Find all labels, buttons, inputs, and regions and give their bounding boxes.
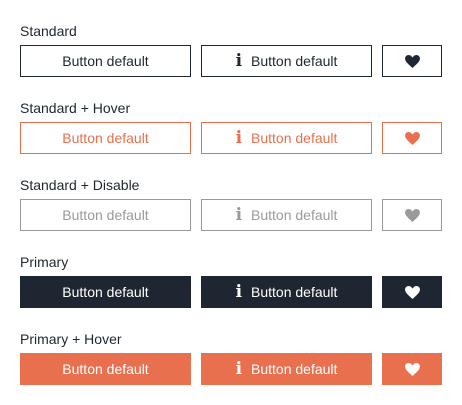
standard-disabled-icon-button: i Button default — [201, 199, 372, 231]
section-label-standard: Standard — [20, 23, 77, 39]
standard-icon-button[interactable]: i Button default — [201, 45, 372, 77]
button-label: Button default — [251, 207, 338, 223]
button-label: Button default — [62, 207, 149, 223]
button-label: Button default — [251, 284, 338, 300]
standard-button[interactable]: Button default — [20, 45, 191, 77]
button-label: Button default — [62, 53, 149, 69]
standard-hover-heart-button[interactable] — [382, 122, 442, 154]
primary-hover-icon-button[interactable]: i Button default — [201, 353, 372, 385]
primary-button[interactable]: Button default — [20, 276, 191, 308]
button-label: Button default — [251, 130, 338, 146]
section-label-standard-disable: Standard + Disable — [20, 177, 140, 193]
info-icon: i — [235, 50, 243, 71]
section-label-primary-hover: Primary + Hover — [20, 331, 122, 347]
info-icon: i — [235, 127, 243, 148]
primary-hover-button[interactable]: Button default — [20, 353, 191, 385]
button-label: Button default — [251, 53, 338, 69]
standard-disabled-button: Button default — [20, 199, 191, 231]
standard-hover-button[interactable]: Button default — [20, 122, 191, 154]
heart-icon — [404, 362, 420, 376]
heart-icon — [404, 54, 420, 68]
primary-heart-button[interactable] — [382, 276, 442, 308]
button-label: Button default — [62, 130, 149, 146]
standard-disabled-heart-button — [382, 199, 442, 231]
primary-icon-button[interactable]: i Button default — [201, 276, 372, 308]
info-icon: i — [235, 204, 243, 225]
heart-icon — [404, 131, 420, 145]
heart-icon — [404, 285, 420, 299]
standard-heart-button[interactable] — [382, 45, 442, 77]
section-label-primary: Primary — [20, 254, 69, 270]
button-label: Button default — [251, 361, 338, 377]
button-label: Button default — [62, 284, 149, 300]
section-label-standard-hover: Standard + Hover — [20, 100, 131, 116]
heart-icon — [404, 208, 420, 222]
standard-hover-icon-button[interactable]: i Button default — [201, 122, 372, 154]
info-icon: i — [235, 281, 243, 302]
button-label: Button default — [62, 361, 149, 377]
info-icon: i — [235, 358, 243, 379]
primary-hover-heart-button[interactable] — [382, 353, 442, 385]
